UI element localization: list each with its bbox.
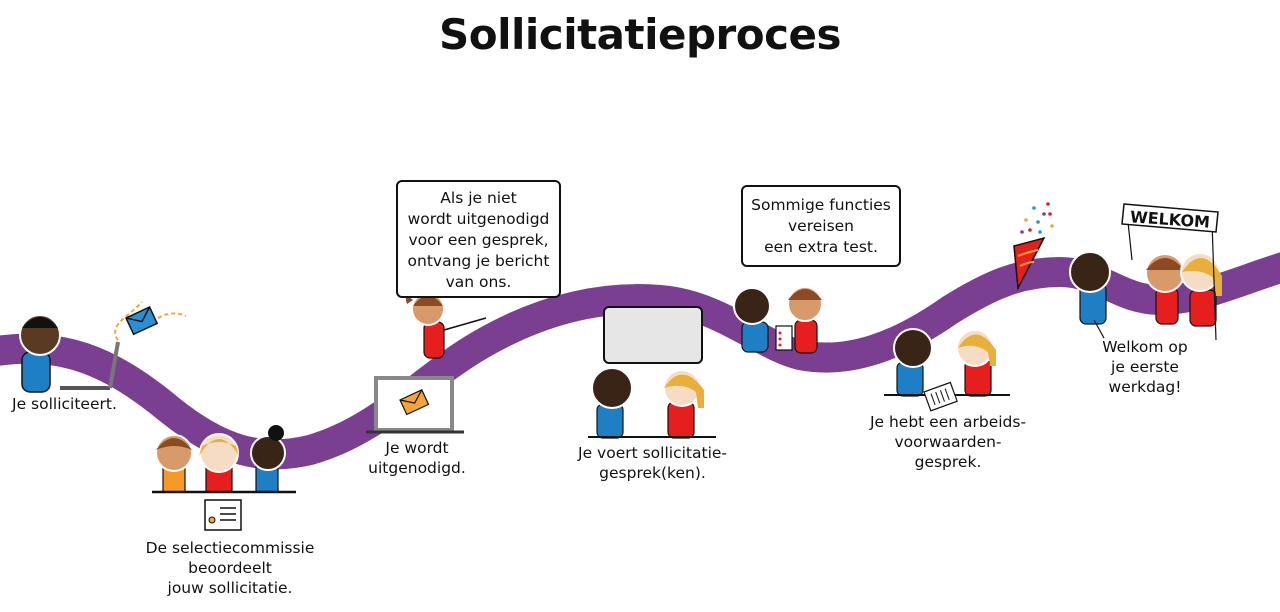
caption-review: De selectiecommissie beoordeelt jouw sol… [145,539,315,597]
step-review-figures [152,425,296,494]
caption-interview: Je voert sollicitatie- gesprek(ken). [578,444,727,482]
step-test-figures [733,286,823,354]
step-invited-figure [405,292,487,359]
caption-welcome: Welkom op je eerste werkdag! [1102,338,1188,396]
step-apply-figure [19,301,187,393]
caption-terms: Je hebt een arbeids- voorwaarden- gespre… [869,413,1027,471]
party-popper-icon [1013,202,1054,291]
envelope-icon [125,306,159,336]
caption-invited: Je wordt uitgenodigd. [368,439,466,477]
step-interview-figures [588,367,716,439]
document-icon [204,499,242,531]
clipboard-icon [775,325,793,351]
invite-note-bubble: Als je niet wordt uitgenodigd voor een g… [396,180,561,298]
contract-icon [923,381,958,412]
welcome-banner: WELKOM [1121,203,1219,233]
interview-speech-bubble [603,306,703,364]
laptop-envelope-icon [366,376,464,434]
caption-apply: Je solliciteert. [12,395,117,413]
step-welcome-figures [1069,221,1222,341]
page-title: Sollicitatieproces [439,10,841,59]
test-note-bubble: Sommige functies vereisen een extra test… [741,185,901,267]
